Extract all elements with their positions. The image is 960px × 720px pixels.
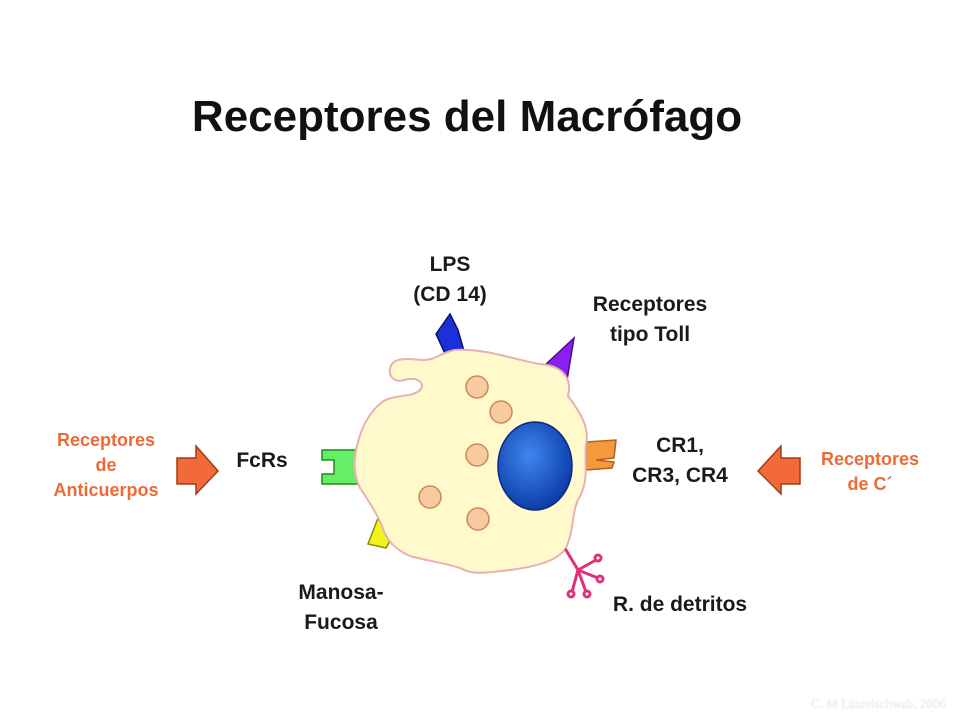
antibody-arrow — [176, 444, 220, 496]
debris-receptor — [564, 548, 605, 599]
fcrs-label: FcRs — [236, 449, 288, 472]
complement-receptors-label: Receptores de C´ — [820, 449, 920, 494]
granule — [466, 507, 490, 531]
toll-label: Receptores tipo Toll — [592, 293, 708, 346]
granule — [489, 400, 513, 424]
granule — [465, 375, 489, 399]
granule — [465, 443, 489, 467]
author-credit: C. M Lützelschwab, 2006 — [811, 696, 946, 711]
antibody-receptors-label: Receptores de Anticuerpos — [53, 430, 159, 500]
mannose-label: Manosa- Fucosa — [298, 581, 384, 634]
diagram-title: Receptores del Macrófago — [191, 92, 743, 141]
lps-label: LPS (CD 14) — [413, 253, 487, 306]
granule — [418, 485, 442, 509]
debris-label: R. de detritos — [612, 593, 748, 616]
cr-label: CR1, CR3, CR4 — [632, 434, 728, 487]
cr-receptor — [585, 439, 617, 471]
complement-arrow — [756, 444, 801, 496]
nucleus — [497, 421, 573, 511]
